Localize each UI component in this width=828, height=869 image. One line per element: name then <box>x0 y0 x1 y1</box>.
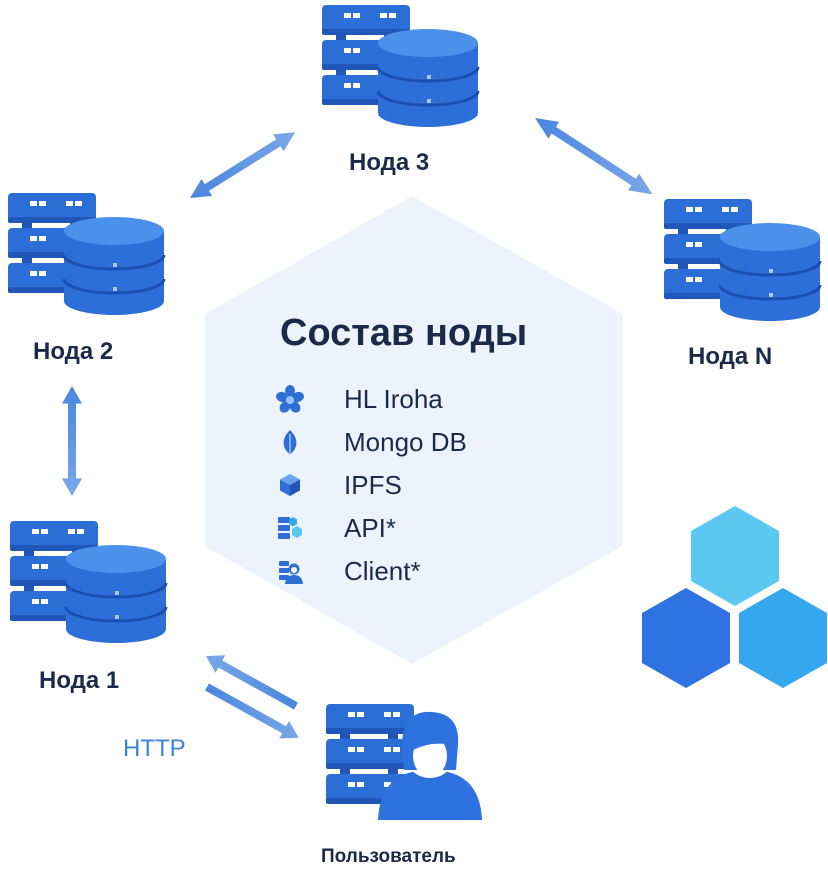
arrow-node2-node1 <box>62 386 82 496</box>
composition-title: Состав ноды <box>280 312 528 354</box>
server-node-n <box>664 199 820 321</box>
composition-hexagon <box>205 196 623 664</box>
arrow-node1-to-user <box>202 678 304 747</box>
component-item: API* <box>276 512 396 544</box>
arrow-node2-node3 <box>184 123 301 207</box>
arrow-user-to-node1 <box>201 647 301 715</box>
component-item: HL Iroha <box>276 383 443 415</box>
client-person-icon <box>279 561 303 584</box>
iroha-flower-icon <box>276 385 304 413</box>
component-label: Client* <box>344 555 421 586</box>
server-node-3 <box>322 5 478 127</box>
component-item: IPFS <box>276 469 402 501</box>
http-label: HTTP <box>123 735 186 762</box>
component-item: Mongo DB <box>276 426 467 458</box>
component-label: API* <box>344 512 397 543</box>
hexagon-cluster-logo <box>642 506 827 688</box>
component-label: Mongo DB <box>344 426 467 457</box>
node-n-label: Нода N <box>688 343 773 370</box>
node-3-label: Нода 3 <box>349 149 430 176</box>
component-item: Client* <box>276 555 421 587</box>
node-2-label: Нода 2 <box>33 338 114 365</box>
component-label: HL Iroha <box>344 383 443 414</box>
server-node-1 <box>10 521 166 643</box>
user-label: Пользователь <box>321 846 456 867</box>
ipfs-cube-icon <box>280 474 300 496</box>
arrow-node3-nodeN <box>529 109 658 203</box>
api-grid-icon <box>278 517 302 539</box>
component-label: IPFS <box>344 469 402 500</box>
server-node-2 <box>8 193 164 315</box>
mongodb-leaf-icon <box>283 430 297 455</box>
user-server-icon <box>326 704 482 820</box>
node-1-label: Нода 1 <box>39 667 120 694</box>
